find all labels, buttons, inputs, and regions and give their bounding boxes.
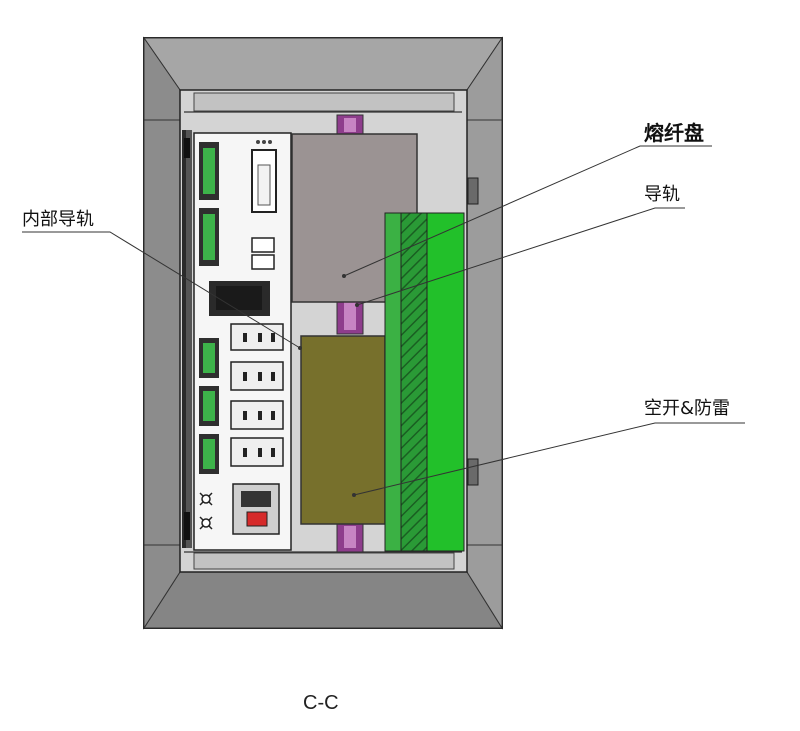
label-rail: 导轨	[644, 184, 680, 205]
equipment-panel	[193, 132, 292, 551]
hinge-upper	[467, 177, 479, 205]
breaker-surge-block	[300, 335, 386, 525]
label-internal-rail: 内部导轨	[22, 209, 94, 230]
leader-internal-rail	[22, 231, 301, 349]
leader-splice-tray	[343, 145, 712, 277]
cable-gland	[199, 492, 213, 530]
leader-lines	[22, 145, 745, 496]
section-caption: C-C	[303, 692, 339, 714]
leader-dots	[298, 274, 359, 497]
leader-breaker-surge	[353, 422, 745, 496]
hinge-lower	[467, 458, 479, 486]
label-splice-tray: 熔纤盘	[644, 121, 704, 145]
green-module	[384, 212, 465, 552]
leader-rail	[356, 207, 685, 306]
label-breaker-surge: 空开&防雷	[644, 398, 731, 419]
internal-rail-left	[182, 130, 192, 548]
